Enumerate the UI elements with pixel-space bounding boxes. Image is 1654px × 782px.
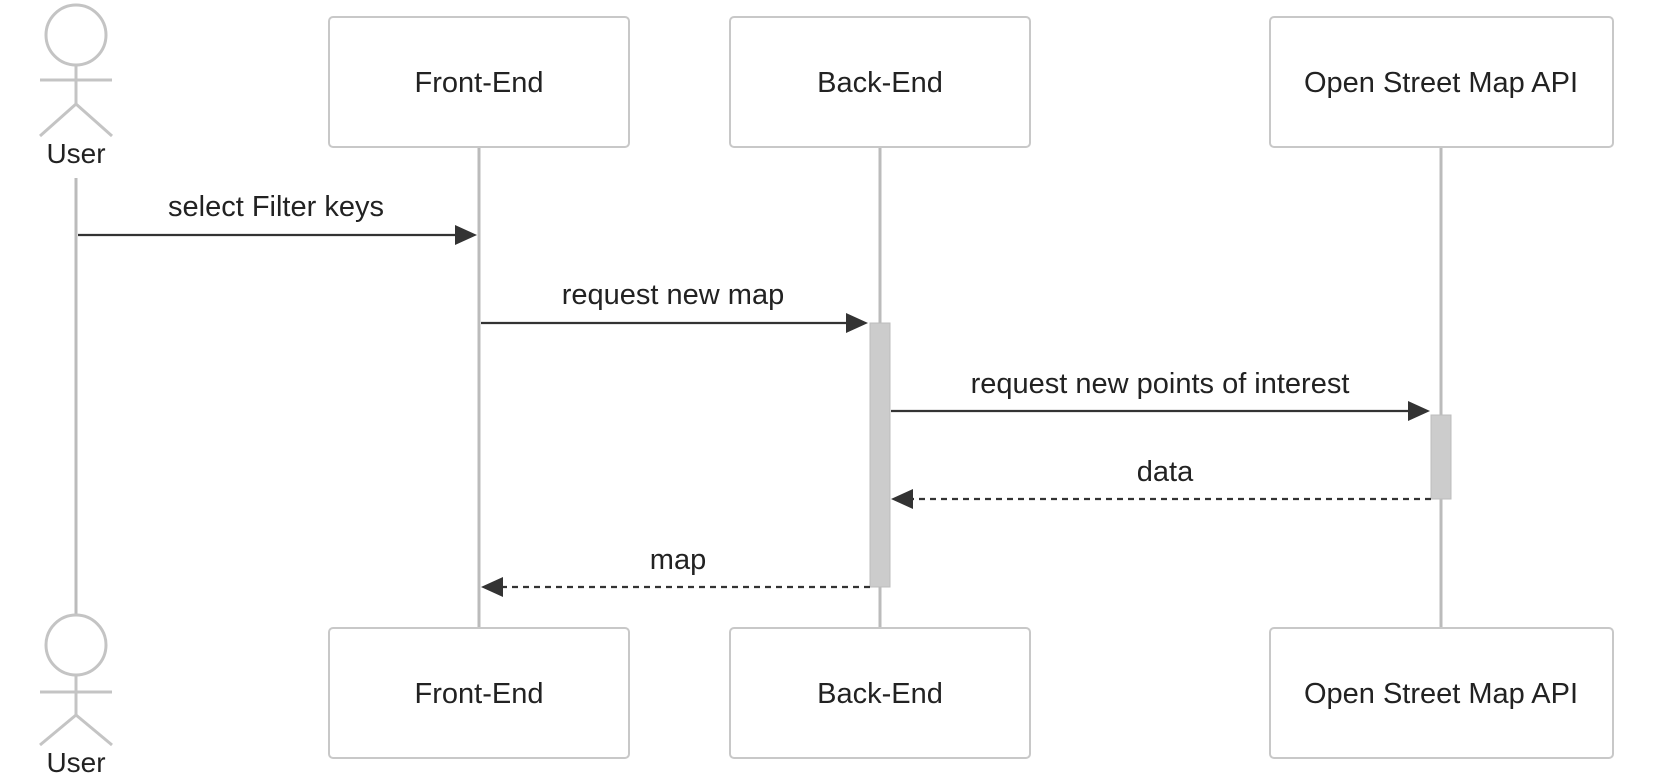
user-actor-icon (39, 613, 113, 747)
actor-label-top: User (46, 138, 105, 169)
participant-label: Open Street Map API (1304, 678, 1578, 710)
participant-frontend-bottom: Front-End (328, 627, 630, 759)
participant-label: Back-End (817, 678, 943, 710)
actor-label-bottom: User (46, 747, 105, 778)
activation-osm (1430, 414, 1452, 500)
participant-frontend-top: Front-End (328, 16, 630, 148)
arrow-head-icon (455, 225, 477, 245)
message-request-points-of-interest: request new points of interest (891, 368, 1430, 421)
activation-backend (869, 322, 891, 588)
message-label: request new points of interest (971, 368, 1350, 400)
participant-label: Back-End (817, 67, 943, 99)
message-request-new-map: request new map (481, 279, 868, 333)
participant-label: Open Street Map API (1304, 67, 1578, 99)
participant-osm-bottom: Open Street Map API (1269, 627, 1614, 759)
message-map: map (481, 544, 870, 597)
arrow-head-icon (891, 489, 913, 509)
message-label: map (650, 544, 706, 576)
message-label: select Filter keys (168, 191, 384, 223)
actor-user-bottom: User (39, 613, 113, 778)
message-label: data (1137, 456, 1194, 488)
participant-label: Front-End (415, 678, 544, 710)
message-label: request new map (562, 279, 784, 311)
message-data: data (891, 456, 1431, 509)
arrow-head-icon (481, 577, 503, 597)
message-select-filter-keys: select Filter keys (78, 191, 477, 245)
actor-user-top: User (39, 3, 113, 169)
activations (869, 322, 1452, 588)
user-actor-icon (39, 3, 113, 138)
arrow-head-icon (1408, 401, 1430, 421)
arrow-head-icon (846, 313, 868, 333)
participant-label: Front-End (415, 67, 544, 99)
participant-backend-bottom: Back-End (729, 627, 1031, 759)
participant-backend-top: Back-End (729, 16, 1031, 148)
participant-osm-top: Open Street Map API (1269, 16, 1614, 148)
